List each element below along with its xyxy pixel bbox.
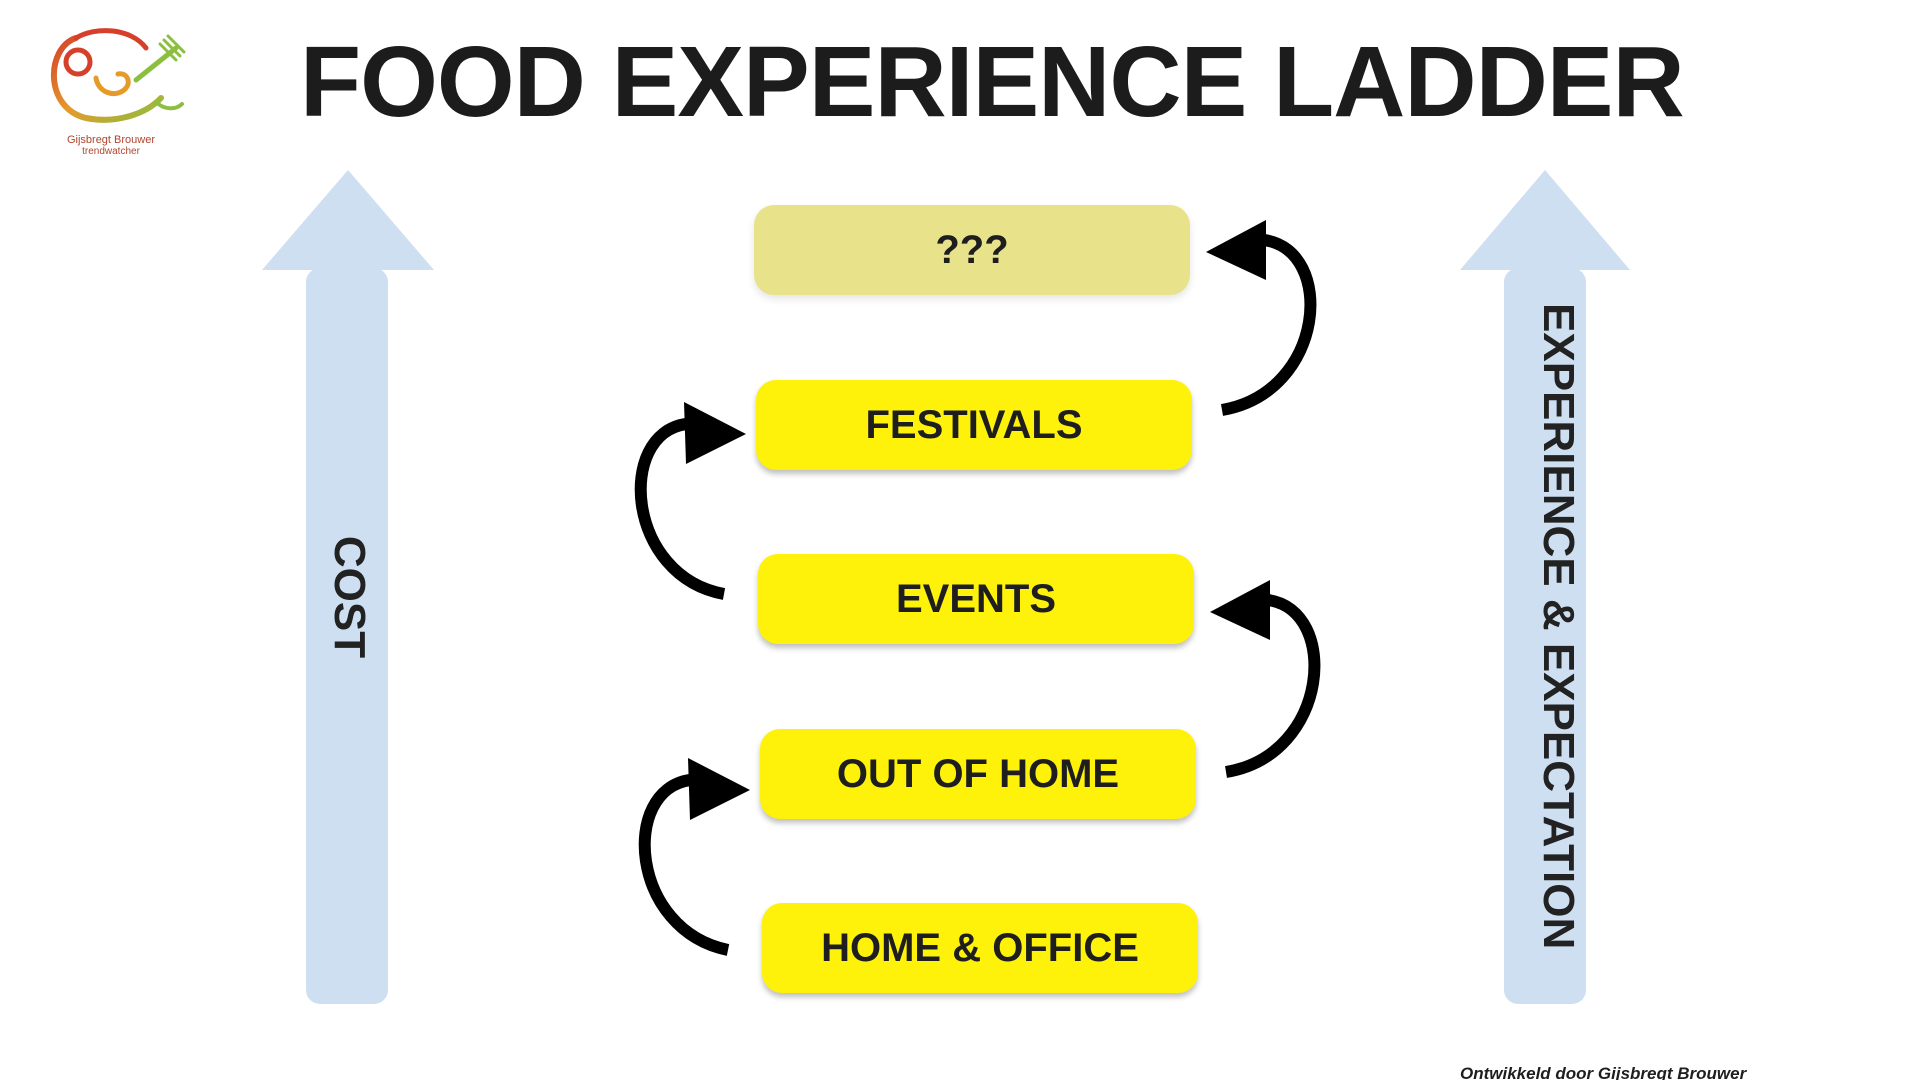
step-events: EVENTS — [758, 554, 1194, 644]
step-label: EVENTS — [895, 576, 1057, 621]
step-festivals: FESTIVALS — [756, 380, 1192, 470]
fork-snake-logo-icon — [51, 28, 186, 123]
curved-arrow-icon — [634, 402, 746, 600]
curved-arrow-icon — [638, 758, 750, 956]
curved-arrow-icon — [1210, 580, 1321, 778]
step-label: OUT OF HOME — [836, 751, 1120, 796]
logo-name: Gijsbregt Brouwer — [66, 134, 156, 146]
credit-text: Ontwikkeld door Gijsbregt Brouwer — [1460, 1064, 1747, 1080]
step-label: FESTIVALS — [865, 402, 1083, 447]
experience-arrow-icon — [1460, 170, 1630, 1004]
step-out-of-home: OUT OF HOME — [760, 729, 1196, 819]
step-home-and-office: HOME & OFFICE — [762, 903, 1198, 993]
logo: Gijsbregt Brouwer trendwatcher — [36, 18, 186, 158]
cost-arrow-icon — [262, 170, 434, 1004]
logo-subtitle: trendwatcher — [82, 146, 140, 157]
step-label: HOME & OFFICE — [821, 925, 1139, 970]
step-unknown: ??? — [754, 205, 1190, 295]
page-title: FOOD EXPERIENCE LADDER — [300, 26, 1685, 138]
curved-arrow-icon — [1206, 220, 1317, 416]
step-label: ??? — [935, 227, 1009, 272]
